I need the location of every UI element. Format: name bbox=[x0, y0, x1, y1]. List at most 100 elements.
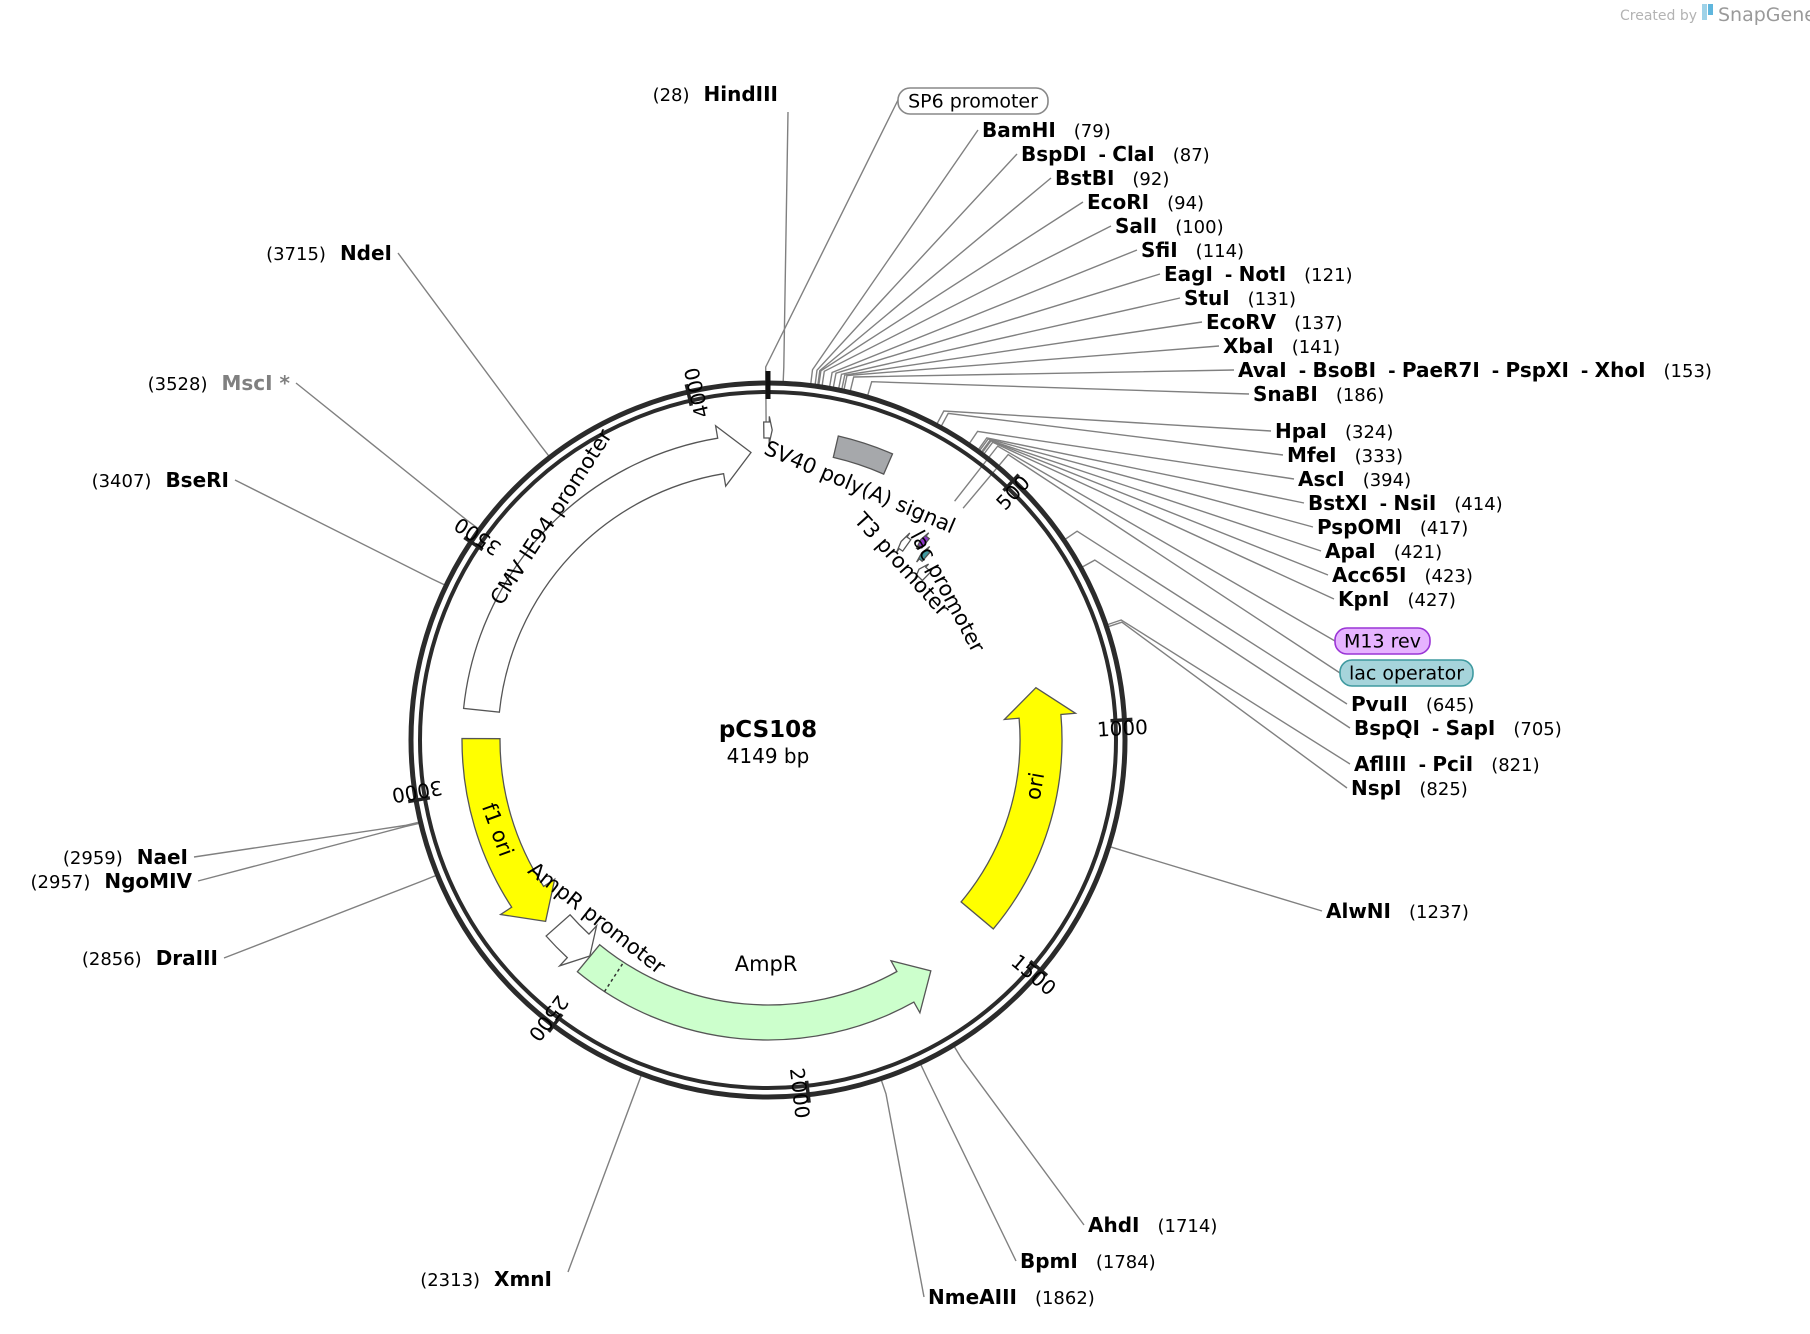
site-label-pspomi: PspOMI(417) bbox=[1317, 515, 1468, 539]
site-separator: - bbox=[1432, 719, 1446, 740]
site-label-pvuii: PvuII(645) bbox=[1351, 692, 1474, 716]
callout-lacop: lac operator bbox=[1339, 659, 1474, 687]
site-name: Acc65I bbox=[1332, 563, 1406, 587]
site-position: (427) bbox=[1408, 590, 1456, 611]
site-position: (79) bbox=[1074, 121, 1111, 142]
site-position: (2957) bbox=[31, 872, 91, 893]
site-separator: - bbox=[1581, 361, 1595, 382]
site-name: HindIII bbox=[704, 82, 778, 106]
feature-ampr-promoter bbox=[545, 913, 598, 968]
site-name: HpaI bbox=[1275, 419, 1327, 443]
site-kpni: KpnI(427) bbox=[1338, 587, 1456, 611]
credit-brand: SnapGene bbox=[1718, 4, 1810, 26]
site-name: BspDI bbox=[1021, 142, 1087, 166]
feature-lac-operator bbox=[916, 545, 931, 563]
leader-line bbox=[880, 1080, 925, 1298]
leader-line bbox=[567, 1075, 642, 1273]
tick-label: 4000 bbox=[679, 365, 714, 420]
site-label-ngomiv: (2957)NgoMIV bbox=[31, 869, 193, 893]
site-sali: SalI(100) bbox=[1115, 214, 1224, 238]
feature-lac-promoter bbox=[914, 563, 932, 582]
site-name: EcoRI bbox=[1087, 190, 1149, 214]
site-label-ahdi: AhdI(1714) bbox=[1088, 1213, 1217, 1237]
leader-line bbox=[814, 153, 1018, 385]
site-label-msci: (3528)MscI * bbox=[148, 371, 291, 395]
site-name: EagI bbox=[1164, 262, 1213, 286]
site-name: BseRI bbox=[165, 468, 229, 492]
feature-label: ori bbox=[1021, 770, 1049, 801]
callout-label: M13 rev bbox=[1344, 631, 1421, 653]
callout-leader bbox=[954, 445, 1336, 642]
site-label-snabi: SnaBI(186) bbox=[1253, 382, 1384, 406]
leader-line bbox=[1082, 559, 1351, 729]
site-name: BpmI bbox=[1020, 1249, 1078, 1273]
site-position: (3715) bbox=[266, 244, 326, 265]
site-apai: ApaI(421) bbox=[1325, 539, 1442, 563]
site-label-avai: AvaI- BsoBI- PaeR7I- PspXI- XhoI(153) bbox=[1238, 358, 1712, 382]
site-name: SfiI bbox=[1141, 238, 1178, 262]
site-name: NmeAIII bbox=[928, 1285, 1017, 1309]
site-position: (394) bbox=[1363, 470, 1411, 491]
site-name: XmnI bbox=[494, 1267, 552, 1291]
site-name: MfeI bbox=[1287, 443, 1337, 467]
site-position: (28) bbox=[653, 85, 690, 106]
site-label-bseri: (3407)BseRI bbox=[92, 468, 229, 492]
site-position: (417) bbox=[1420, 518, 1468, 539]
site-label-ecori: EcoRI(94) bbox=[1087, 190, 1204, 214]
feature-f1-ori bbox=[461, 737, 556, 923]
site-label-kpni: KpnI(427) bbox=[1338, 587, 1456, 611]
site-label-bspqi: BspQI- SapI(705) bbox=[1354, 716, 1562, 740]
site-label-bpmi: BpmI(1784) bbox=[1020, 1249, 1156, 1273]
site-separator: - bbox=[1380, 494, 1394, 515]
callout-box bbox=[1334, 627, 1431, 655]
site-name: NdeI bbox=[340, 241, 392, 265]
feature-sv40-poly-a-signal bbox=[832, 435, 894, 475]
callout-box bbox=[1339, 659, 1474, 687]
site-alwni: AlwNI (1237) bbox=[1326, 899, 1469, 923]
site-position: (1237) bbox=[1409, 902, 1469, 923]
site-mfei: MfeI(333) bbox=[1287, 443, 1403, 467]
callout-label: lac operator bbox=[1349, 663, 1464, 685]
site-label-hindiii: (28) HindIII bbox=[653, 82, 778, 106]
leader-line bbox=[782, 111, 789, 382]
site-position: (825) bbox=[1419, 779, 1467, 800]
site-label-stui: StuI(131) bbox=[1184, 286, 1296, 310]
site-label-xbai: XbaI(141) bbox=[1223, 334, 1340, 358]
site-position: (121) bbox=[1304, 265, 1352, 286]
center-label: pCS108 4149 bp bbox=[719, 717, 817, 768]
leader-line bbox=[1110, 846, 1323, 912]
leader-line bbox=[832, 273, 1161, 388]
site-label-bspdi: BspDI- ClaI(87) bbox=[1021, 142, 1210, 166]
site-label-nspi: NspI(825) bbox=[1351, 776, 1468, 800]
site-bstxi: BstXI- NsiI(414) bbox=[1308, 491, 1503, 515]
site-name: PvuII bbox=[1351, 692, 1408, 716]
site-sfii: SfiI(114) bbox=[1141, 238, 1244, 262]
leader-line bbox=[223, 874, 436, 959]
site-name: PspXI bbox=[1506, 358, 1569, 382]
site-position: (153) bbox=[1664, 361, 1712, 382]
site-bspdi: BspDI- ClaI(87) bbox=[1021, 142, 1210, 166]
feature-sp6-promoter bbox=[763, 416, 773, 444]
site-name: BstBI bbox=[1055, 166, 1114, 190]
tick-mark bbox=[407, 796, 431, 804]
snapgene-credit: Created by SnapGene bbox=[1620, 4, 1810, 26]
tick-mark bbox=[804, 1080, 811, 1103]
leader-line bbox=[810, 129, 979, 384]
site-position: (2959) bbox=[63, 848, 123, 869]
leader-line bbox=[936, 410, 1272, 432]
site-label-afliii: AflIII- PciI(821) bbox=[1354, 752, 1540, 776]
site-naei: (2959) NaeI bbox=[63, 845, 188, 869]
site-name: AlwNI bbox=[1326, 899, 1391, 923]
site-name: PaeR7I bbox=[1402, 358, 1480, 382]
site-name: NaeI bbox=[137, 845, 188, 869]
site-label-draiii: (2856)DraIII bbox=[82, 946, 218, 970]
site-position: (2856) bbox=[82, 949, 142, 970]
tick-mark bbox=[1110, 717, 1133, 723]
site-position: (87) bbox=[1173, 145, 1210, 166]
site-position: (92) bbox=[1132, 169, 1169, 190]
site-label-ndei: (3715) NdeI bbox=[266, 241, 392, 265]
site-position: (141) bbox=[1292, 337, 1340, 358]
backbone-ring bbox=[408, 371, 1128, 1100]
